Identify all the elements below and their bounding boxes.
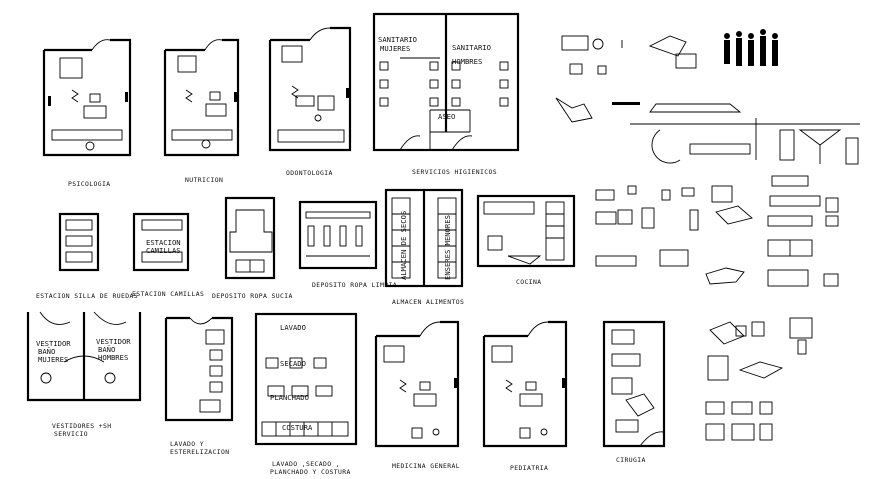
label-almacen-secos: ALMACEN DE SECOS	[399, 211, 408, 280]
label-vestidor-m1: VESTIDOR	[36, 339, 71, 348]
label-psicologia: PSICOLOGIA	[68, 180, 110, 188]
equipment-blocks-bottom	[705, 317, 813, 441]
label-servicios: SERVICIOS HIGIENICOS	[412, 168, 497, 176]
label-planchado-inner: PLANCHADO	[270, 393, 309, 402]
room-nutricion: NUTRICION	[163, 38, 240, 184]
label-silla-ruedas: ESTACION SILLA DE RUEDAS	[36, 292, 138, 300]
room-ropa-limpia: DEPOSITO ROPA LIMPIA	[298, 200, 397, 289]
label-cocina: COCINA	[516, 278, 542, 286]
label-camillas: ESTACION CAMILLAS	[132, 290, 204, 298]
label-medicina: MEDICINA GENERAL	[392, 462, 460, 470]
label-pediatria: PEDIATRIA	[510, 464, 548, 472]
room-servicios-higienicos: SANITARIO MUJERES SANITARIO HOMBRES ASEO…	[372, 12, 520, 176]
room-ropa-sucia: DEPOSITO ROPA SUCIA	[212, 196, 293, 300]
label-costura-inner: COSTURA	[282, 423, 313, 432]
equipment-blocks-middle	[595, 175, 839, 287]
label-nutricion: NUTRICION	[185, 176, 223, 184]
room-pediatria: PEDIATRIA	[482, 320, 568, 472]
label-aseo: ASEO	[438, 112, 455, 121]
room-lavado-esterelizacion: LAVADO Y ESTERELIZACION	[164, 316, 234, 456]
room-cirugia: CIRUGIA	[602, 320, 666, 464]
label-cirugia: CIRUGIA	[616, 456, 646, 464]
label-estacion-1: ESTACION	[146, 238, 181, 247]
label-lavado-1: LAVADO Y	[170, 440, 204, 448]
room-vestidores: VESTIDOR BAÑO MUJERES VESTIDOR BAÑO HOMB…	[26, 311, 142, 438]
label-lavado-2: ESTERELIZACION	[170, 448, 229, 456]
label-sanitario-m1: SANITARIO	[378, 35, 417, 44]
room-medicina-general: MEDICINA GENERAL	[374, 320, 460, 470]
room-psicologia: PSICOLOGIA	[42, 38, 132, 188]
equipment-blocks-top	[555, 29, 860, 165]
room-lavado-costura: LAVADO SECADO PLANCHADO COSTURA LAVADO ,…	[254, 312, 358, 476]
label-ropa-limpia: DEPOSITO ROPA LIMPIA	[312, 281, 397, 289]
people-group-icon	[724, 29, 778, 66]
label-secado-inner: SECADO	[280, 359, 306, 368]
room-odontologia: ODONTOLOGIA	[268, 26, 352, 177]
label-vestidor-m3: MUJERES	[38, 355, 68, 364]
label-enseres: ENSERES MENORES	[443, 215, 452, 280]
label-sanitario-h2: HOMBRES	[452, 57, 482, 66]
label-costura-1: LAVADO ,SECADO ,	[272, 460, 340, 468]
label-lavado-inner: LAVADO	[280, 323, 306, 332]
label-vestidor-h3: HOMBRES	[98, 353, 128, 362]
label-ropa-sucia: DEPOSITO ROPA SUCIA	[212, 292, 293, 300]
label-sanitario-m2: MUJERES	[380, 44, 410, 53]
label-costura-2: PLANCHADO Y COSTURA	[270, 468, 351, 476]
room-almacen: ALMACEN DE SECOS ENSERES MENORES ALMACEN…	[384, 188, 464, 306]
label-vestidores-2: SERVICIO	[54, 430, 88, 438]
label-vestidor-h2: BAÑO	[98, 345, 115, 354]
label-vestidor-h1: VESTIDOR	[96, 337, 131, 346]
label-odontologia: ODONTOLOGIA	[286, 169, 333, 177]
room-camillas: ESTACION CAMILLAS ESTACION CAMILLAS	[132, 212, 204, 298]
room-cocina: COCINA	[476, 194, 576, 286]
label-almacen: ALMACEN ALIMENTOS	[392, 298, 464, 306]
label-vestidores-1: VESTIDORES +SH	[52, 422, 111, 430]
toilets-mujeres	[379, 57, 440, 107]
label-vestidor-m2: BAÑO	[38, 347, 55, 356]
label-sanitario-h1: SANITARIO	[452, 43, 491, 52]
toilets-hombres	[451, 61, 509, 107]
label-estacion-2: CAMILLAS	[146, 246, 181, 255]
room-silla-ruedas: ESTACION SILLA DE RUEDAS	[36, 212, 138, 300]
